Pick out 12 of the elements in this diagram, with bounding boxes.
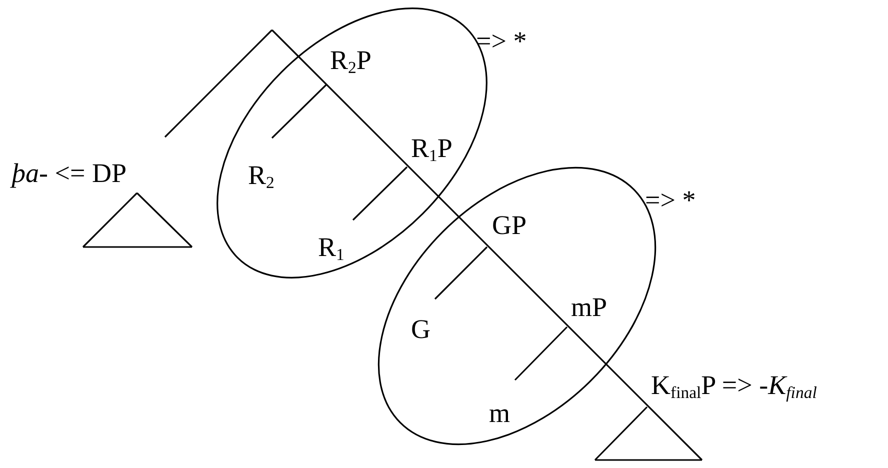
derivation-note: => * <box>476 26 527 56</box>
node-label: R$_{1}$P <box>411 133 452 163</box>
node-label: R$_{2}$P <box>330 45 372 75</box>
node-label: R$_{2}$ <box>248 160 274 190</box>
phrase-label: þa- <= DP <box>12 158 126 188</box>
node-label: R$_{1}$ <box>318 232 344 262</box>
derivation-note: => * <box>645 185 696 215</box>
node-label: m <box>489 398 510 428</box>
node-label: GP <box>492 210 527 240</box>
node-label: mP <box>571 292 608 322</box>
phrase-label: K$_{final}$P => -K$_{final}$ <box>651 370 817 400</box>
node-label: G <box>411 314 430 344</box>
